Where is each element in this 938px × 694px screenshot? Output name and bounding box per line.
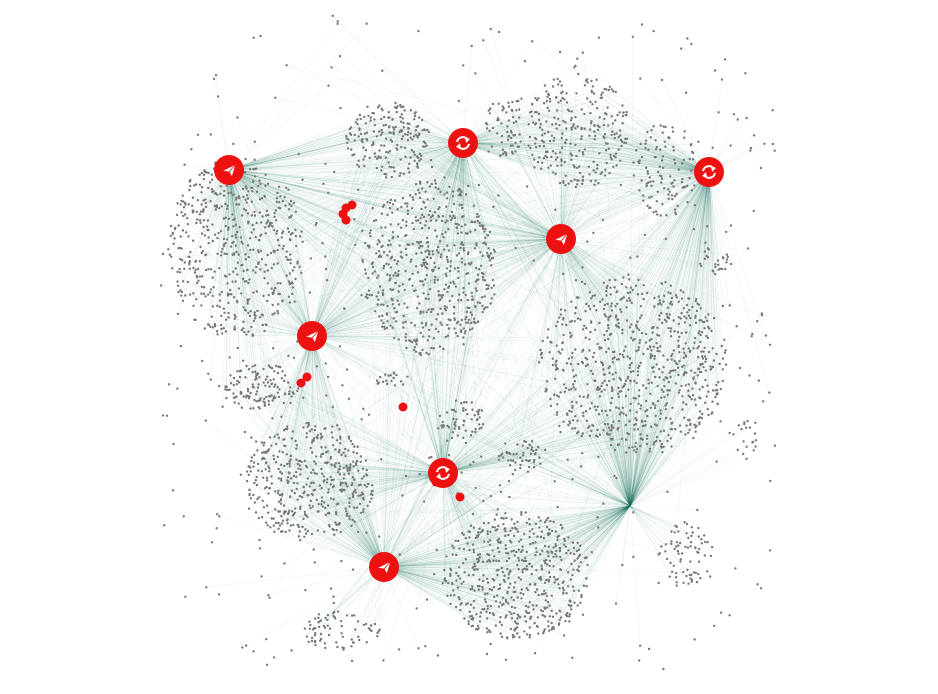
paper-plane-icon: [303, 329, 320, 344]
paper-plane-icon: [220, 163, 237, 178]
refresh-arrows-icon: [702, 165, 716, 179]
paper-plane-icon: [552, 232, 569, 247]
refresh-arrows-icon: [456, 136, 470, 150]
refresh-hub-node[interactable]: [448, 128, 478, 158]
highlighted-node: [455, 492, 465, 502]
edge-layer: [168, 15, 774, 661]
hub-layer: [214, 128, 724, 582]
edge-bundle: [168, 15, 774, 661]
highlighted-node: [296, 378, 306, 388]
highlighted-node: [347, 200, 357, 210]
send-hub-node[interactable]: [369, 552, 399, 582]
highlighted-node: [341, 215, 351, 225]
paper-plane-icon: [375, 560, 392, 575]
refresh-hub-node[interactable]: [694, 157, 724, 187]
refresh-arrows-icon: [436, 466, 450, 480]
highlighted-node: [398, 402, 408, 412]
highlighted-node: [302, 372, 312, 382]
send-hub-node[interactable]: [214, 155, 244, 185]
send-hub-node[interactable]: [297, 321, 327, 351]
send-hub-node[interactable]: [546, 224, 576, 254]
refresh-hub-node[interactable]: [428, 458, 458, 488]
